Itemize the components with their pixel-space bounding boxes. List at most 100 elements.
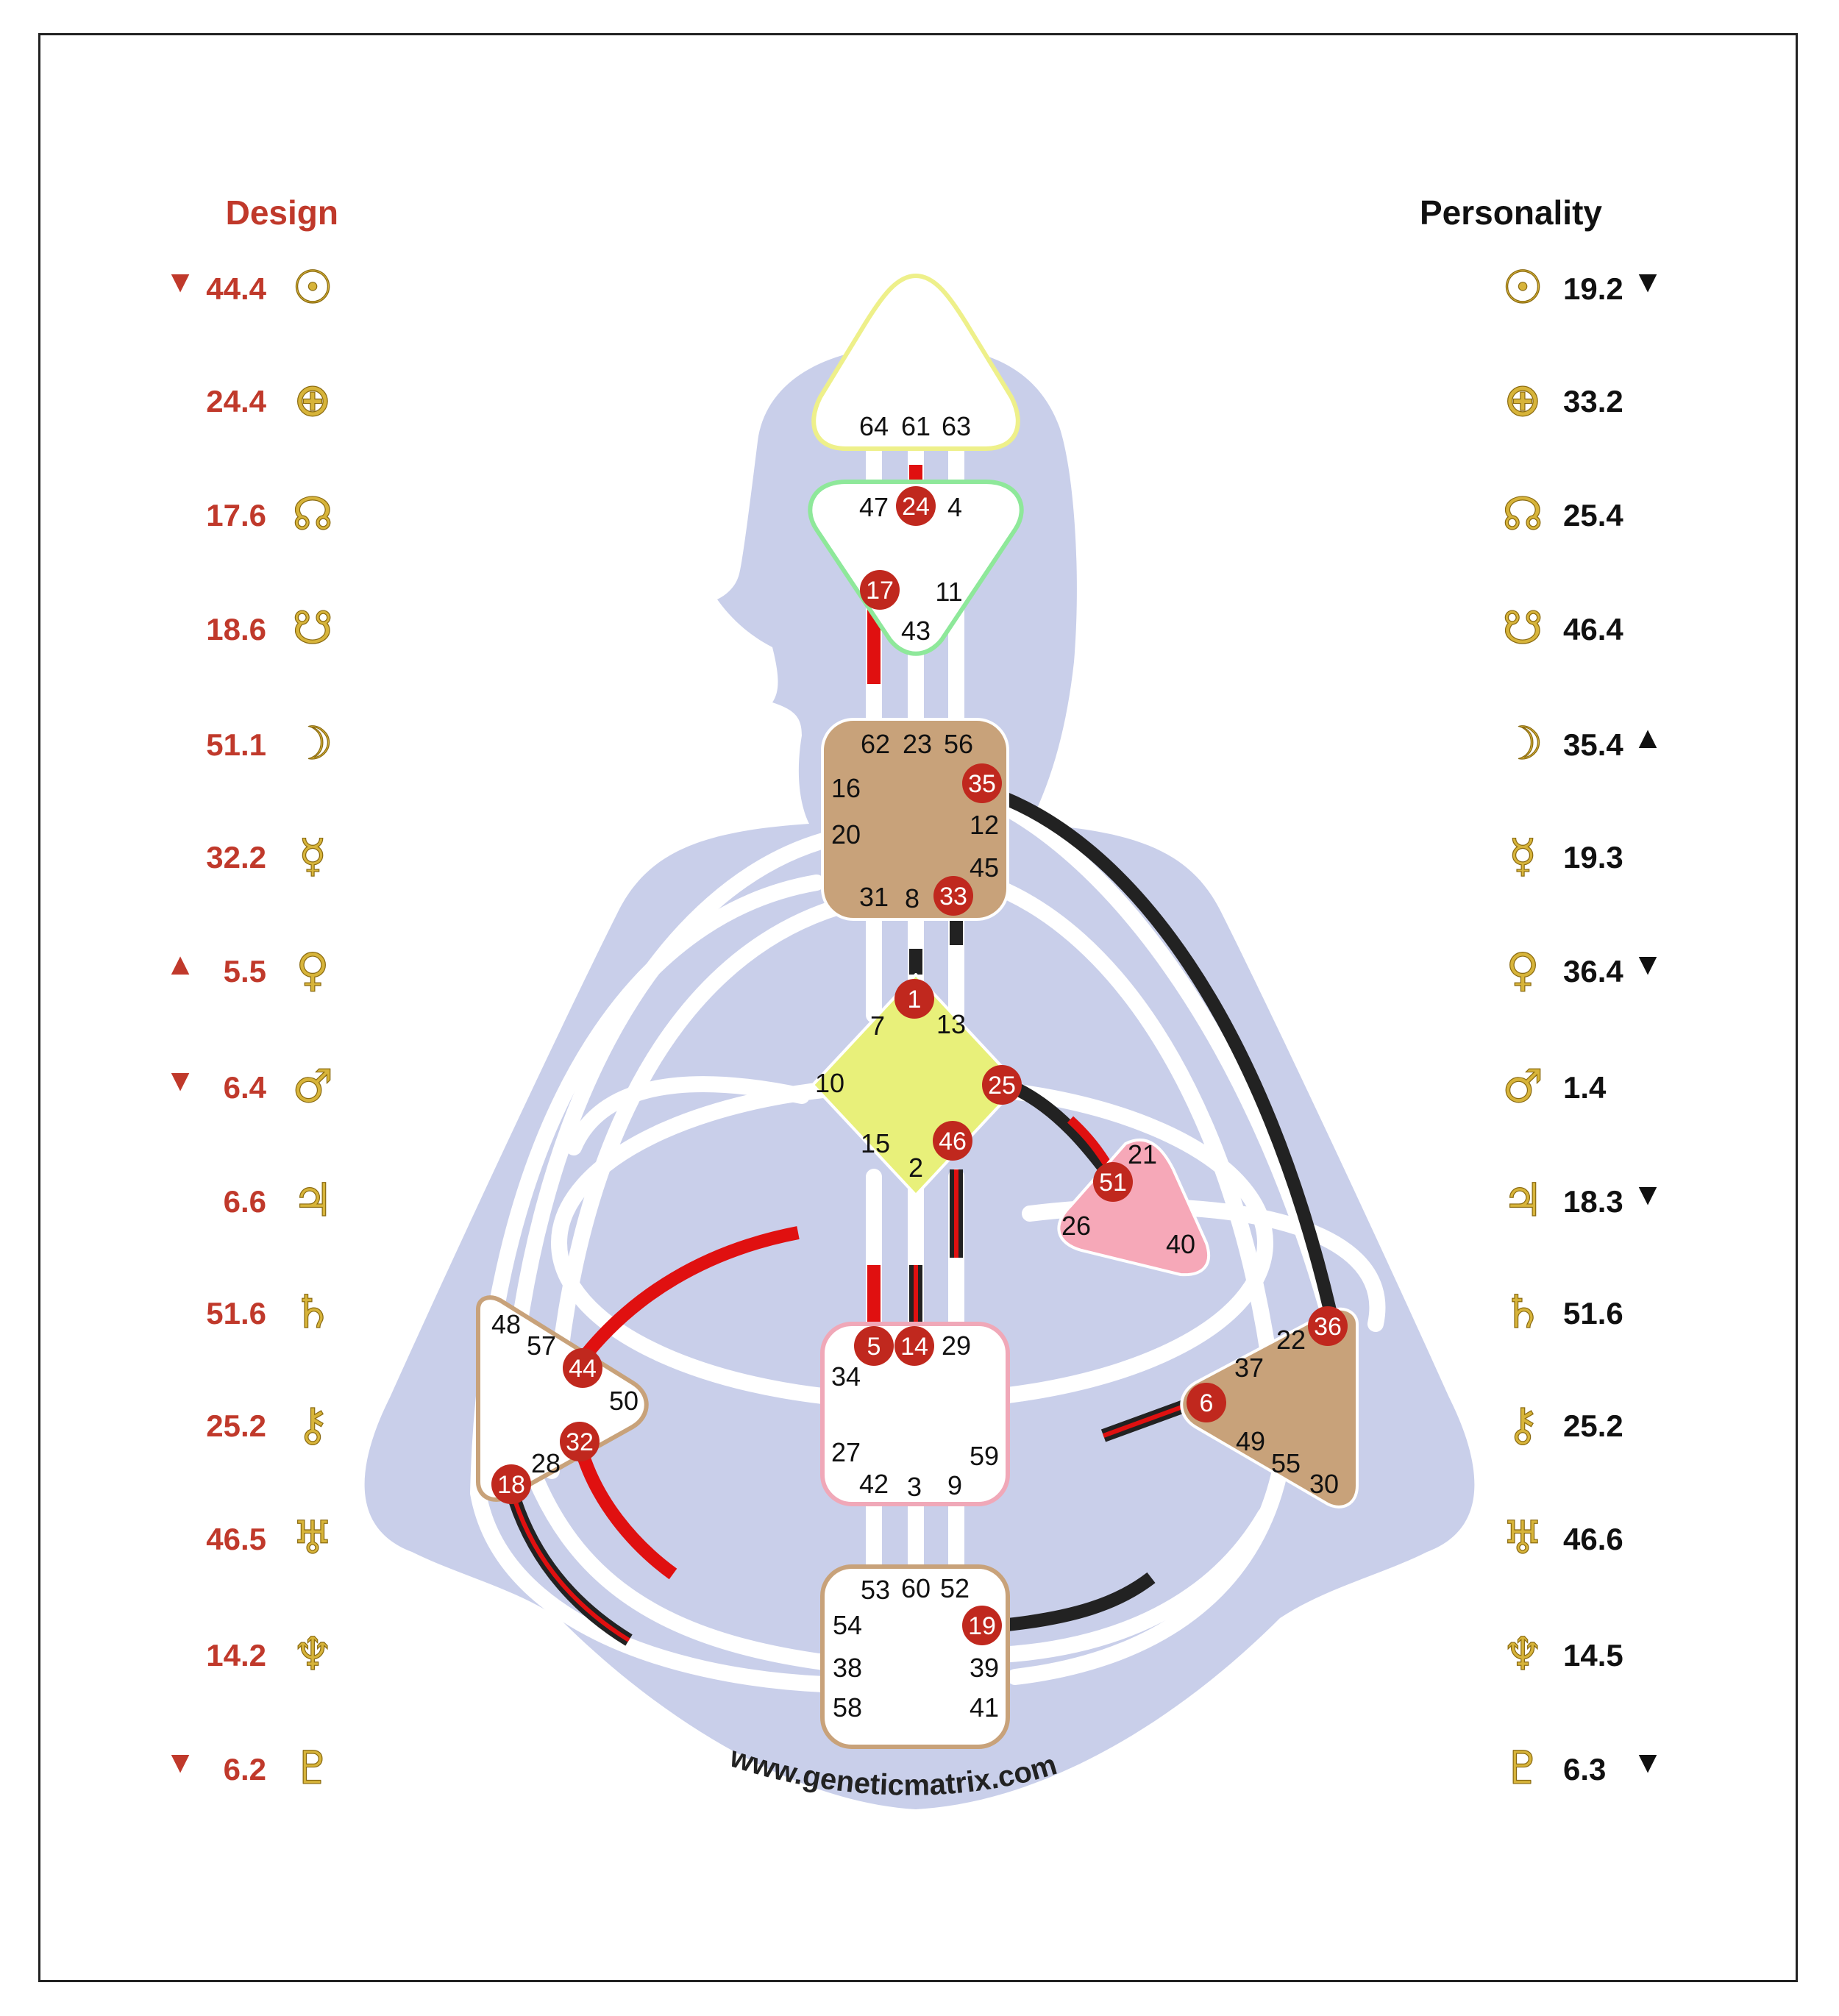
gate-6: 6 — [1200, 1389, 1214, 1417]
gate-30: 30 — [1309, 1469, 1339, 1499]
gate-54: 54 — [833, 1610, 862, 1640]
active-gate-marker — [962, 1606, 1002, 1645]
design-value: 14.2 — [206, 1638, 266, 1673]
personality-value: 33.2 — [1563, 384, 1623, 418]
channel-6-59-design — [1103, 1403, 1189, 1438]
gate-22: 22 — [1276, 1325, 1306, 1355]
gate-4: 4 — [947, 492, 962, 522]
personality-value: 35.4 — [1563, 727, 1623, 762]
design-row: ☉44.4▼ — [165, 260, 333, 314]
chiron-icon: ⚷ — [296, 1397, 329, 1451]
personality-row: ♂1.4 — [1502, 1058, 1607, 1113]
mars-icon: ♂ — [292, 1059, 333, 1113]
personality-value: 25.2 — [1563, 1408, 1623, 1443]
gate-53: 53 — [861, 1575, 890, 1605]
gate-28: 28 — [531, 1448, 561, 1478]
moon-icon: ☽ — [292, 716, 333, 770]
channel-44-26 — [575, 1226, 800, 1365]
head-center — [811, 273, 1020, 451]
gate-44: 44 — [569, 1355, 597, 1383]
gate-64: 64 — [859, 411, 889, 441]
personality-value: 51.6 — [1563, 1296, 1623, 1331]
south-node-icon: ☋ — [292, 601, 332, 655]
pluto-icon: ♇ — [1502, 1741, 1543, 1795]
gate-23: 23 — [903, 729, 932, 759]
personality-value: 25.4 — [1563, 498, 1623, 533]
ajna-center — [808, 480, 1024, 656]
gate-50: 50 — [609, 1386, 639, 1416]
chart-frame — [38, 33, 1798, 1982]
gate-2: 2 — [908, 1153, 923, 1183]
uranus-icon: ♅ — [1502, 1511, 1543, 1564]
gate-60: 60 — [901, 1573, 931, 1603]
design-value: 32.2 — [206, 840, 266, 875]
design-value: 46.5 — [206, 1522, 266, 1556]
arrow-down-icon: ▼ — [165, 1063, 196, 1097]
jupiter-icon: ♃ — [1502, 1173, 1543, 1227]
gate-17: 17 — [866, 577, 894, 605]
design-row: ♅ 46.5 — [206, 1510, 333, 1564]
gate-38: 38 — [833, 1653, 862, 1683]
personality-row: ♀36.4▼ — [1506, 942, 1663, 997]
design-value: 17.6 — [206, 498, 266, 533]
jupiter-icon: ♃ — [292, 1173, 333, 1227]
neptune-icon: ♆ — [292, 1627, 333, 1681]
mars-icon: ♂ — [1502, 1059, 1543, 1113]
personality-value: 18.3 — [1563, 1184, 1623, 1219]
personality-row: ♅46.6 — [1502, 1510, 1623, 1564]
arrow-down-icon: ▼ — [1632, 947, 1663, 981]
arrow-down-icon: ▼ — [1632, 1177, 1663, 1211]
earth-icon: ⊕ — [1504, 373, 1542, 427]
personality-value: 19.3 — [1563, 840, 1623, 875]
gate-58: 58 — [833, 1692, 862, 1723]
arrow-down-icon: ▼ — [165, 264, 196, 299]
design-row: ♀5.5▲ — [165, 942, 330, 997]
gate-33: 33 — [939, 883, 967, 911]
personality-row: ☊25.4 — [1502, 486, 1624, 541]
design-value: 44.4 — [206, 271, 266, 306]
south-node-icon: ☋ — [1502, 601, 1543, 655]
gate-19: 19 — [968, 1612, 996, 1640]
gate-36: 36 — [1314, 1313, 1342, 1341]
gate-61: 61 — [901, 411, 931, 441]
design-value: 5.5 — [224, 954, 266, 989]
arrow-down-icon: ▼ — [1632, 1745, 1663, 1779]
arrow-down-icon: ▼ — [165, 1745, 196, 1779]
active-gate-marker — [491, 1464, 531, 1504]
design-value: 6.6 — [224, 1184, 266, 1219]
earth-icon: ⊕ — [294, 373, 332, 427]
gate-62: 62 — [861, 729, 890, 759]
personality-title: Personality — [1420, 193, 1602, 232]
sun-icon: ☉ — [1502, 260, 1543, 314]
uranus-icon: ♅ — [292, 1511, 333, 1564]
personality-row: ☉19.2▼ — [1502, 260, 1663, 314]
personality-row: ⊕ 33.2 — [1503, 372, 1623, 427]
mercury-icon: ☿ — [299, 829, 327, 883]
gate-7: 7 — [870, 1011, 885, 1041]
gate-45: 45 — [970, 852, 999, 883]
gate-10: 10 — [815, 1068, 844, 1098]
design-value: 51.1 — [206, 727, 266, 762]
pluto-icon: ♇ — [292, 1741, 333, 1795]
gate-18: 18 — [497, 1471, 525, 1499]
active-gate-marker — [894, 1326, 934, 1366]
design-row: ♆ 14.2 — [206, 1626, 333, 1681]
active-gate-marker — [933, 1121, 972, 1161]
spleen-center — [476, 1295, 649, 1502]
gate-13: 13 — [936, 1009, 966, 1039]
channel-19-49 — [1000, 1572, 1156, 1632]
active-gate-marker — [894, 979, 934, 1019]
gate-15: 15 — [861, 1128, 890, 1158]
active-gate-marker — [962, 763, 1002, 803]
gate-29: 29 — [942, 1331, 971, 1361]
channel-35-36 — [982, 784, 1338, 1319]
gate-63: 63 — [942, 411, 971, 441]
gate-5: 5 — [867, 1333, 881, 1361]
gate-31: 31 — [859, 882, 889, 912]
design-row: ☊17.6 — [206, 486, 333, 541]
personality-column: ☉19.2▼⊕33.2☊25.4☋46.4☽35.4▲☿19.3♀36.4▼♂1… — [1502, 260, 1663, 1795]
moon-icon: ☽ — [1502, 716, 1543, 770]
personality-value: 46.4 — [1563, 612, 1623, 647]
track — [970, 786, 1340, 1332]
sacral-center — [820, 1322, 1010, 1506]
